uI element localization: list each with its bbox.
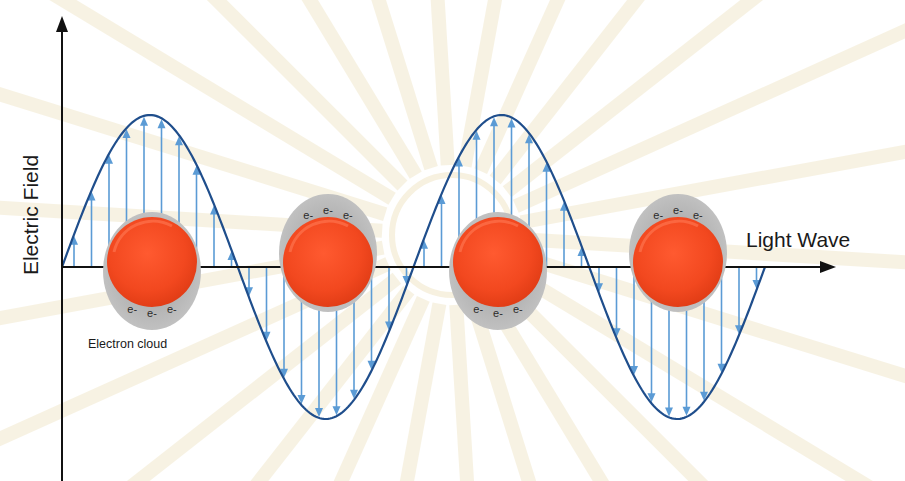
electron-symbol: e- — [167, 303, 177, 315]
particle-highlight — [640, 221, 698, 252]
electron-symbol: e- — [147, 307, 157, 319]
electron-symbol: e- — [673, 204, 683, 216]
field-arrow — [441, 200, 443, 267]
axes — [56, 16, 836, 481]
watermark-ray — [0, 0, 402, 186]
electron-symbol: e- — [473, 303, 483, 315]
field-arrowhead — [315, 408, 323, 417]
watermark-ray — [90, 0, 416, 175]
watermark-ray — [512, 271, 905, 481]
field-arrowhead — [140, 117, 148, 126]
electron-row: e-e-e- — [446, 302, 550, 315]
electron-cloud: e-e-e- — [100, 192, 204, 332]
electron-symbol: e- — [343, 209, 353, 221]
electron-cloud: e-e-e- — [446, 192, 550, 332]
watermark-ray — [521, 109, 905, 223]
part-label: Electron cloud — [88, 337, 167, 351]
axis-label: Light Wave — [746, 228, 850, 252]
field-arrow — [91, 197, 93, 267]
cloud-shape — [449, 212, 547, 330]
axis-arrowhead — [820, 261, 836, 273]
nanoparticle — [283, 217, 373, 307]
watermark-ray — [456, 305, 494, 481]
field-arrow — [283, 267, 285, 373]
electron-cloud: e-e-e- — [276, 192, 380, 332]
field-arrow — [616, 267, 618, 332]
electron-cloud: e-e-e- — [626, 192, 730, 332]
field-arrow — [388, 267, 390, 325]
electron-symbol: e- — [493, 307, 503, 319]
electron-row: e-e-e- — [276, 208, 380, 221]
field-arrow — [266, 267, 268, 336]
particle-highlight — [290, 221, 348, 252]
vertical-axis — [61, 30, 63, 481]
field-arrow — [633, 267, 635, 370]
nanoparticle — [453, 217, 543, 307]
watermark-ray — [243, 0, 431, 168]
particle-highlight — [460, 221, 518, 252]
electron-symbol: e- — [127, 303, 137, 315]
nanoparticle — [107, 217, 197, 307]
field-arrow — [738, 267, 740, 329]
field-arrow — [213, 210, 215, 267]
field-arrow — [546, 168, 548, 267]
electron-row: e-e-e- — [100, 302, 204, 315]
field-arrow — [563, 207, 565, 267]
cloud-shape — [103, 212, 201, 330]
electron-symbol: e- — [693, 209, 703, 221]
electron-row: e-e-e- — [626, 208, 730, 221]
field-arrow — [721, 267, 723, 368]
particle-highlight — [114, 221, 172, 252]
axis-label: Electric Field — [19, 155, 43, 275]
field-arrow — [371, 267, 373, 365]
electron-symbol: e- — [513, 303, 523, 315]
axis-arrowhead — [56, 16, 68, 32]
nanoparticle — [633, 217, 723, 307]
watermark-ray — [516, 0, 905, 206]
cloud-shape — [629, 194, 727, 312]
electron-symbol: e- — [653, 209, 663, 221]
cloud-shape — [279, 194, 377, 312]
watermark-ray — [409, 0, 447, 165]
watermark-ray — [0, 27, 385, 214]
electron-symbol: e- — [303, 209, 313, 221]
electron-symbol: e- — [323, 204, 333, 216]
